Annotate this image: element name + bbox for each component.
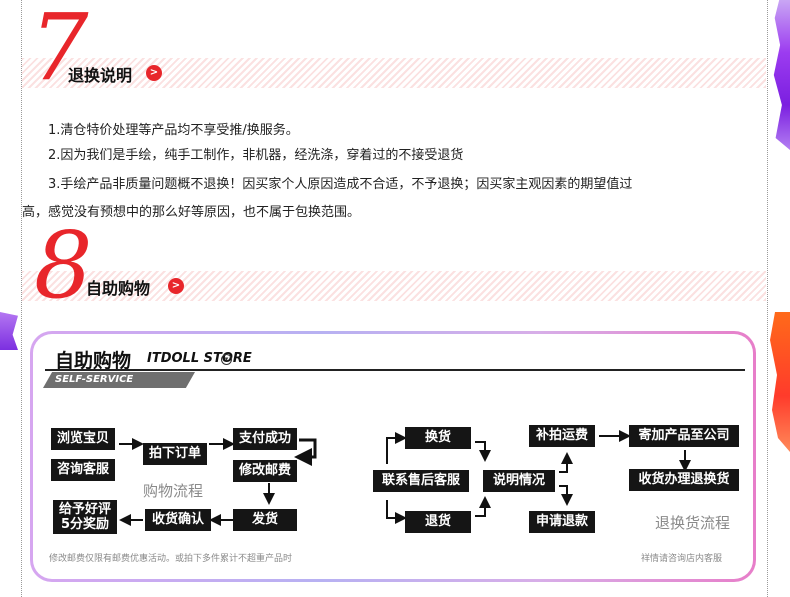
flow-step-review-line2: 5分奖励 [60,517,110,532]
flow-step-confirm: 收货确认 [145,509,211,531]
arrow-contact-to-exchange [386,432,407,464]
flow-step-send-back: 寄加产品至公司 [629,425,739,447]
return-policy-item-1: 1.清仓特价处理等产品均不享受推/换服务。 [48,123,299,138]
flow-step-review: 给予好评 5分奖励 [53,500,117,534]
flow-step-pay: 支付成功 [233,428,297,450]
arrow-return-to-explain [475,496,491,517]
left-dotted-border [21,0,22,597]
flow-step-return: 退货 [405,511,471,533]
return-flow-label: 退换货流程 [655,514,731,532]
flow-step-explain: 说明情况 [483,470,555,492]
brand-divider [45,369,745,371]
footnote-consult: 祥情请咨询店内客服 [641,554,723,564]
flow-step-ship: 发货 [233,509,297,531]
flow-step-contact-service: 联系售后客服 [373,470,469,492]
arrow-explain-to-pay-shipping [559,452,573,473]
return-policy-item-3-cont: 高，感觉没有预想中的那么好等原因，也不属于包换范围。 [22,205,361,220]
right-dotted-border [767,0,768,597]
section-header-self-service: 自助购物 > [22,271,766,301]
flow-arrows [119,430,691,526]
decorative-streak-purple [773,0,790,150]
section-header-returns: 退换说明 > [22,58,766,88]
arrow-pay-to-modify [294,438,317,466]
chevron-down-icon: ▾ [221,354,232,365]
return-policy-item-2: 2.因为我们是手绘，纯手工制作，非机器，经洗涤，穿着过的不接受退货 [48,148,464,163]
flow-step-apply-refund: 申请退款 [529,511,595,533]
self-service-panel: 自助购物 ITDOLL STORE ▾ SELF-SERVICE SHOPPIN… [30,331,756,582]
decorative-streak-orange [770,312,790,452]
self-service-ribbon: SELF-SERVICE SHOPPING [43,372,195,388]
arrow-exchange-to-explain [475,441,491,462]
flow-step-exchange: 换货 [405,427,471,449]
flow-step-process-return: 收货办理退换货 [629,469,739,491]
section-number-8: 8 [34,212,93,319]
arrow-contact-to-return [386,500,407,524]
flow-step-browse: 浏览宝贝 [51,428,115,450]
arrow-right-icon: > [168,278,184,294]
purchase-flow-label: 购物流程 [143,482,204,500]
flow-step-order: 拍下订单 [143,443,207,465]
return-policy-item-3: 3.手绘产品非质量问题概不退换！因买家个人原因造成不合适，不予退换；因买家主观因… [48,177,633,192]
brand-title-cn: 自助购物 [55,350,132,372]
flow-step-review-line1: 给予好评 [58,502,111,517]
footnote-shipping: 修改邮费仅限有邮费优惠活动。或拍下多件累计不超重产品时 [49,554,293,564]
arrow-right-icon: > [146,65,162,81]
section-number-7: 7 [30,0,89,101]
section-title-returns: 退换说明 [68,66,133,85]
flow-step-consult: 咨询客服 [51,459,115,481]
flow-step-pay-shipping: 补拍运费 [529,425,595,447]
decorative-streak-violet [0,312,18,350]
section-title-self-service: 自助购物 [86,279,151,298]
arrow-explain-to-refund [559,485,573,506]
flow-step-modify-shipping: 修改邮费 [233,460,297,482]
